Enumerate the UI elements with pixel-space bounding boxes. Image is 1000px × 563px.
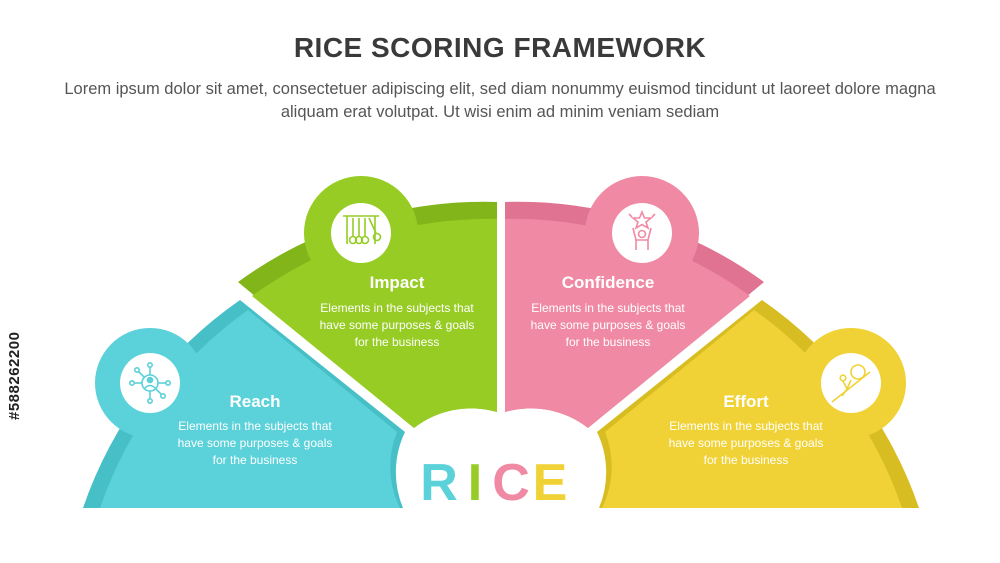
effort-title: Effort xyxy=(723,392,769,411)
center-letter-c: C xyxy=(492,454,530,512)
segment-reach: Reach Elements in the subjects that have… xyxy=(83,300,405,508)
segment-effort: Effort Elements in the subjects that hav… xyxy=(597,300,919,508)
reach-desc-line-3: for the business xyxy=(213,453,298,467)
impact-desc-line-3: for the business xyxy=(355,335,440,349)
center-letter-e: E xyxy=(533,454,568,512)
effort-desc-line-2: have some purposes & goals xyxy=(669,436,824,450)
confidence-desc-line-1: Elements in the subjects that xyxy=(531,301,685,315)
newtons-cradle-icon xyxy=(343,215,382,245)
page-title: RICE SCORING FRAMEWORK xyxy=(293,32,707,63)
effort-desc-line-1: Elements in the subjects that xyxy=(669,419,823,433)
effort-desc-line-3: for the business xyxy=(704,453,789,467)
page-subtitle: Lorem ipsum dolor sit amet, consectetuer… xyxy=(64,80,936,121)
impact-desc-line-2: have some purposes & goals xyxy=(320,318,475,332)
impact-desc-line-1: Elements in the subjects that xyxy=(320,301,474,315)
reach-desc-line-2: have some purposes & goals xyxy=(178,436,333,450)
confidence-desc-line-2: have some purposes & goals xyxy=(531,318,686,332)
reach-desc-line-1: Elements in the subjects that xyxy=(178,419,332,433)
segment-impact: Impact Elements in the subjects that hav… xyxy=(238,176,497,428)
center-word-rice: R I C E xyxy=(420,454,567,512)
push-boulder-icon xyxy=(831,364,871,403)
segment-confidence: Confidence Elements in the subjects that… xyxy=(505,176,764,428)
reach-title: Reach xyxy=(229,392,280,411)
confidence-title: Confidence xyxy=(562,273,655,292)
person-star-icon xyxy=(628,209,656,250)
confidence-desc-line-3: for the business xyxy=(566,335,651,349)
center-letter-i: I xyxy=(468,454,482,512)
network-person-icon xyxy=(129,361,172,404)
impact-title: Impact xyxy=(370,273,425,292)
center-letter-r: R xyxy=(420,454,458,512)
